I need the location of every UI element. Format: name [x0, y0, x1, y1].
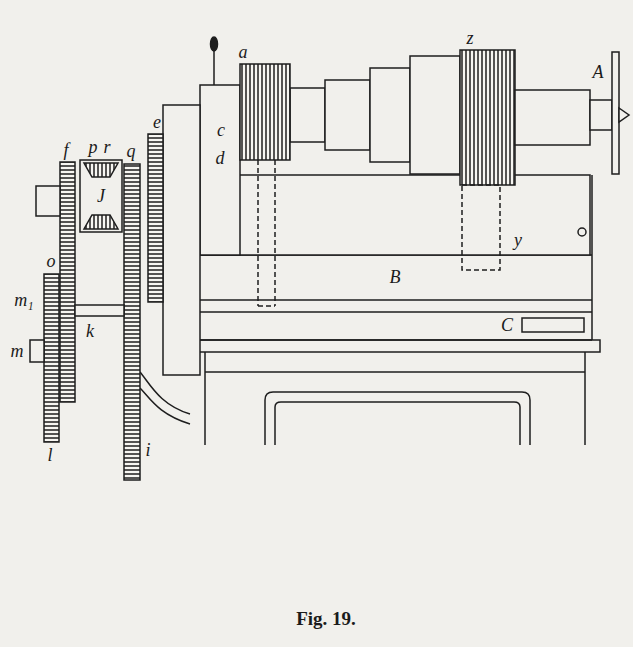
- gear-o: [44, 274, 59, 442]
- gear-f: [60, 162, 75, 402]
- gear-q: [124, 164, 140, 480]
- gear-a: [240, 64, 290, 160]
- bearing: [515, 90, 590, 145]
- shaft-k: [75, 305, 124, 316]
- callout-letter: y: [513, 231, 523, 249]
- callout-letter: J: [96, 187, 106, 205]
- back-shaft: [257, 160, 259, 306]
- callout-letter: o: [46, 252, 57, 270]
- callout-letter: d: [215, 149, 226, 167]
- hub: [36, 186, 60, 216]
- stand-cutout: [265, 392, 530, 445]
- callout-letter: m₁: [13, 291, 34, 309]
- callout-letter: A: [592, 63, 605, 81]
- callout-letter: q: [126, 142, 137, 160]
- callout-letter: C: [500, 316, 514, 334]
- callout-letter: m: [10, 342, 25, 360]
- stand-body: [205, 352, 585, 445]
- lever: [213, 50, 215, 85]
- figure-caption: Fig. 19.: [296, 609, 356, 628]
- bevel-gear: [84, 163, 118, 177]
- callout-letter: c: [216, 121, 226, 139]
- bevel-box: [80, 160, 122, 232]
- callout-letter: r: [102, 138, 111, 156]
- back-shaft: [274, 160, 276, 306]
- cone-step: [325, 80, 370, 150]
- handwheel: [612, 52, 619, 174]
- callout-letter: f: [62, 141, 69, 159]
- cone-step: [370, 68, 410, 162]
- stand-plate: [190, 340, 600, 352]
- back-gear-y: [462, 185, 500, 270]
- callout-letter: i: [144, 441, 151, 459]
- callout-letter: p: [88, 138, 99, 156]
- lead-screw: [522, 318, 584, 332]
- stand-cutout-inner: [275, 402, 520, 445]
- callout-letter: B: [389, 268, 402, 286]
- callout-letter: l: [46, 446, 53, 464]
- cone-step: [410, 56, 460, 174]
- knob: [578, 228, 586, 236]
- headstock-housing: [200, 85, 240, 255]
- lever-knob: [211, 37, 218, 51]
- spindle: [590, 100, 612, 130]
- callout-letter: k: [85, 322, 95, 340]
- gear-e: [148, 134, 163, 302]
- hub: [30, 340, 44, 362]
- gear-z: [460, 50, 515, 185]
- bracket-arm: [140, 372, 190, 424]
- lathe-bed: [195, 175, 592, 340]
- back-shaft: [258, 305, 275, 307]
- callout-letter: e: [152, 113, 162, 131]
- bracket-plate: [163, 105, 200, 375]
- cone-step: [290, 88, 325, 142]
- callout-letter: a: [238, 43, 249, 61]
- bevel-gear: [84, 215, 118, 229]
- callout-letter: z: [465, 29, 474, 47]
- spindle-nose: [619, 108, 629, 122]
